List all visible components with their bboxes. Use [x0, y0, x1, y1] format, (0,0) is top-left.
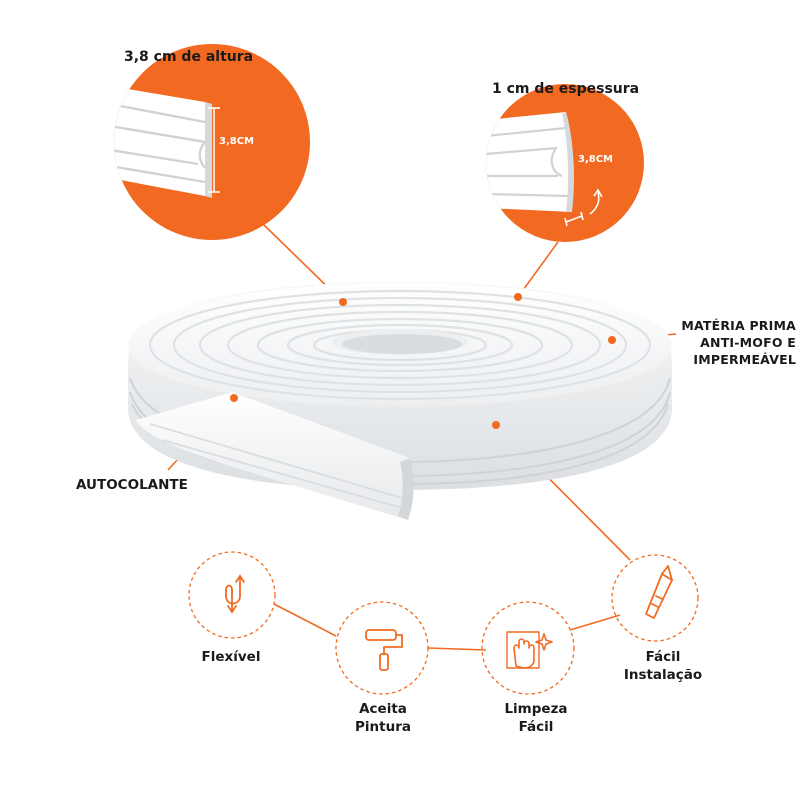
- utility-knife-icon: [645, 565, 673, 619]
- feature-link-2: [427, 647, 487, 651]
- feature-paintable-line-2: Pintura: [355, 719, 411, 736]
- trim-roll: [128, 282, 672, 520]
- thickness-callout-line: [517, 241, 559, 298]
- material-line-1: MATÉRIA PRIMA: [681, 318, 796, 333]
- clean-icon-ring: [481, 601, 575, 695]
- feature-easy-install: Fácil Instalação: [608, 648, 718, 684]
- feature-flexible-label: Flexível: [201, 649, 261, 665]
- material-line-3: IMPERMEÁVEL: [693, 351, 796, 367]
- thickness-badge: 3,8CM: [578, 154, 614, 165]
- thickness-callout-title: 1 cm de espessura: [492, 81, 640, 97]
- height-callout-title: 3,8 cm de altura: [124, 49, 254, 65]
- feature-link-3: [569, 614, 621, 631]
- adhesive-callout: AUTOCOLANTE: [76, 477, 188, 493]
- height-badge: 3,8CM: [219, 136, 255, 147]
- feature-easy-clean-line-2: Fácil: [518, 719, 554, 736]
- feature-paintable-line-1: Aceita: [359, 701, 407, 717]
- feature-easy-install-line-1: Fácil: [645, 649, 681, 665]
- height-zoom-circle: [114, 44, 310, 240]
- material-callout: MATÉRIA PRIMA ANTI-MOFO E IMPERMEÁVEL: [678, 318, 796, 369]
- unrolled-strip: [136, 392, 410, 520]
- feature-flexible: Flexível: [176, 648, 286, 666]
- feature-easy-clean: Limpeza Fácil: [481, 700, 591, 736]
- cleaning-hand-icon: [506, 631, 553, 669]
- feature-paintable: Aceita Pintura: [328, 700, 438, 736]
- paint-icon-ring: [335, 601, 429, 695]
- flexible-icon-ring: [188, 551, 276, 639]
- feature-easy-install-line-2: Instalação: [623, 667, 703, 684]
- material-line-2: ANTI-MOFO E: [700, 334, 796, 350]
- feature-easy-clean-line-1: Limpeza: [504, 701, 568, 717]
- thickness-zoom-circle: [486, 84, 644, 242]
- paint-roller-icon: [365, 629, 403, 671]
- flexible-arrows-icon: [225, 574, 245, 614]
- install-icon-ring: [611, 554, 699, 642]
- feature-link-1: [273, 603, 337, 637]
